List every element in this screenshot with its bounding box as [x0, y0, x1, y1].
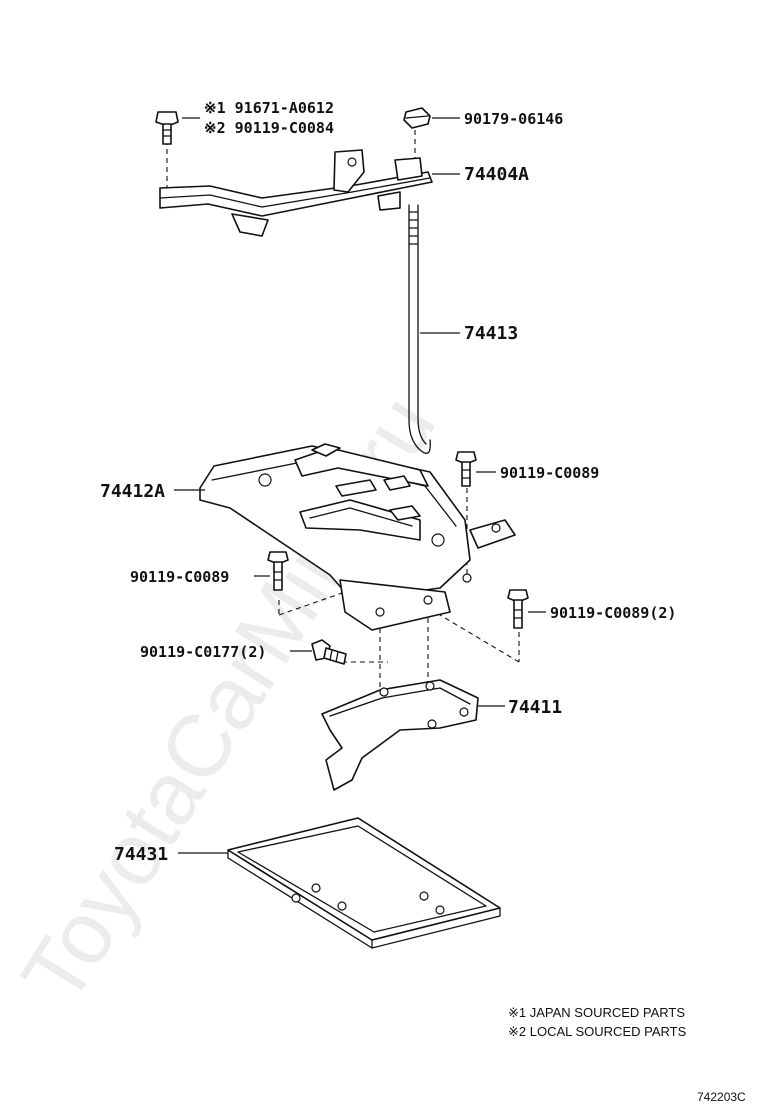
- leader-lines: [174, 117, 546, 854]
- callout-clamp: 74404A: [464, 164, 529, 185]
- callout-lower-tray: 74431: [114, 844, 168, 865]
- mounting-bracket: [321, 679, 479, 791]
- j-rod: [408, 204, 431, 454]
- bolt-left-mid-icon: [267, 551, 289, 591]
- note-japan-sourced: ※1 JAPAN SOURCED PARTS: [508, 1005, 685, 1020]
- callout-nut-top: 90179-06146: [464, 110, 563, 128]
- callout-stud-bolt: 90119-C0177(2): [140, 643, 266, 661]
- figure-code: 742203C: [697, 1090, 746, 1104]
- callout-bracket: 74411: [508, 697, 562, 718]
- callout-bolt-right-upper: 90119-C0089: [500, 464, 599, 482]
- nut-top-icon: [403, 107, 431, 129]
- bolt-top-left-icon: [155, 111, 179, 145]
- callout-bolt-left-mid: 90119-C0089: [130, 568, 229, 586]
- callout-upper-tray: 74412A: [100, 481, 165, 502]
- bolt-right-lower-icon: [507, 589, 529, 629]
- callout-bolt-right-lower: 90119-C0089(2): [550, 604, 676, 622]
- upper-battery-tray: [199, 443, 516, 631]
- lower-battery-tray: [227, 817, 501, 949]
- battery-clamp: [159, 149, 433, 237]
- note-local-sourced: ※2 LOCAL SOURCED PARTS: [508, 1024, 687, 1039]
- callout-bolt-japan: ※1 91671-A0612: [204, 99, 334, 117]
- bolt-right-upper-icon: [455, 451, 477, 487]
- callout-rod: 74413: [464, 323, 518, 344]
- stud-bolt-icon: [311, 639, 347, 665]
- callout-bolt-local: ※2 90119-C0084: [204, 119, 334, 137]
